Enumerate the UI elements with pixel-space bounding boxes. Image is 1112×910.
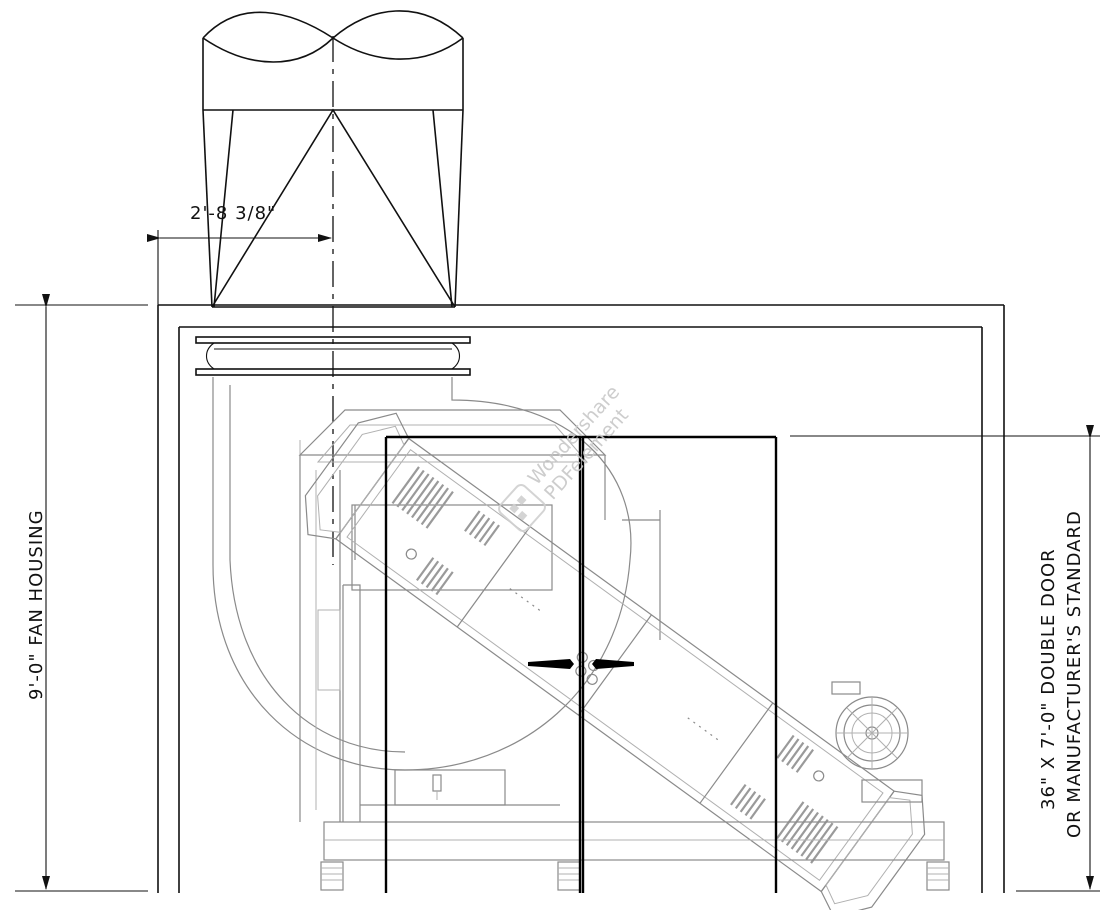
drive-pulley [831,681,923,803]
watermark: Wondershare PDFelement [498,381,633,532]
pdfelement-logo-icon [498,484,546,532]
flex-connection [195,336,471,376]
door-size-label: 36" X 7'-0" DOUBLE DOOR [1038,548,1059,810]
dimension-fan-housing: 9'-0" FAN HOUSING [15,294,148,892]
fan-housing-height-label: 9'-0" FAN HOUSING [26,509,47,700]
double-door [384,435,778,893]
scroll-bottom-box [360,769,560,806]
equipment-base [320,821,950,891]
duct-riser [202,10,464,308]
door-handle-right [592,659,634,669]
vibration-isolator-3 [926,861,950,891]
fan-hood [298,409,607,822]
fan-frame [317,470,661,822]
dimension-duct-width: 2'-8 3/8" [147,203,332,305]
vibration-isolator-1 [320,861,344,891]
duct-width-label: 2'-8 3/8" [190,203,276,224]
vibration-isolator-2 [557,861,581,891]
door-handle-left [528,659,574,669]
housing-enclosure [157,304,1005,893]
door-standard-label: OR MANUFACTURER'S STANDARD [1064,510,1085,838]
motor-vents-left [391,466,500,596]
motor-vents-right [730,734,839,864]
dimension-door-height: 36" X 7'-0" DOUBLE DOOR OR MANUFACTURER'… [790,425,1100,892]
